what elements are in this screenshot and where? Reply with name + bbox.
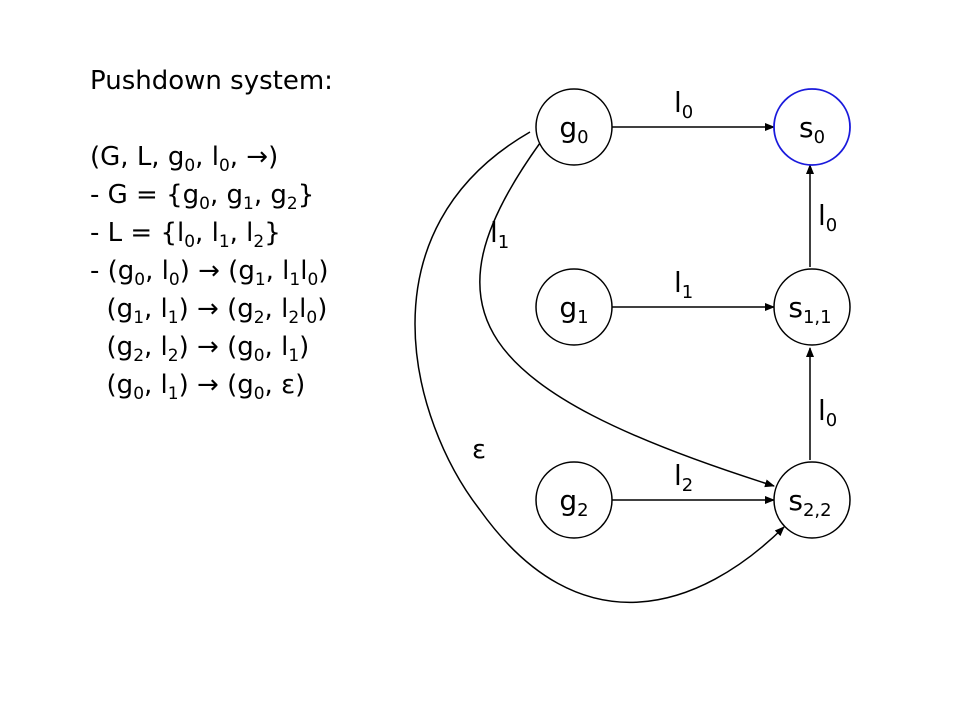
svg-text:g2: g2 — [559, 484, 588, 521]
label-g2-s22: l2 — [674, 459, 693, 496]
definition-text: , ε) — [264, 370, 306, 400]
subscript: 0 — [184, 232, 196, 252]
definition-lines: (G, L, g0, l0, →)- G = {g0, g1, g2}- L =… — [90, 138, 333, 404]
definition-text: (G, L, g — [90, 142, 185, 172]
subscript: 1 — [289, 270, 301, 290]
svg-text:s2,2: s2,2 — [788, 484, 831, 521]
node-s22: s2,2 — [773, 461, 851, 539]
subscript: 0 — [218, 156, 230, 176]
svg-text:s1,1: s1,1 — [788, 291, 831, 328]
subscript: 1 — [167, 308, 179, 328]
node-g1: g1 — [535, 268, 613, 346]
subscript: 2 — [167, 346, 179, 366]
subscript: 1 — [243, 194, 254, 214]
definition-line: (G, L, g0, l0, →) — [90, 138, 333, 176]
subscript: 1 — [133, 308, 145, 328]
definition-text: , l — [144, 370, 168, 400]
definition-text: ) → (g — [178, 370, 254, 400]
definition-text: , l — [195, 142, 219, 172]
subscript: 2 — [288, 308, 300, 328]
definition-text: , l — [264, 332, 289, 362]
definition-line: - (g0, l0) → (g1, l1l0) — [90, 252, 333, 290]
definition-text: ) → (g — [178, 332, 254, 362]
subscript: 0 — [253, 346, 265, 366]
definition-text: - L = {l — [90, 218, 185, 248]
definition-text: ) — [318, 256, 329, 286]
definition-text: , l — [264, 294, 289, 324]
definition-text: , l — [144, 332, 168, 362]
subscript: 0 — [168, 270, 180, 290]
label-g0-s0: l0 — [674, 86, 693, 123]
definition-line: - L = {l0, l1, l2} — [90, 214, 333, 252]
definition-line: - G = {g0, g1, g2} — [90, 176, 333, 214]
edge-g0-s22-epsilon — [414, 131, 785, 604]
definition-text: } — [264, 218, 281, 248]
label-s11-s0: l0 — [818, 199, 837, 236]
svg-text:g1: g1 — [559, 291, 588, 328]
definition-text: (g — [90, 370, 134, 400]
definition-text: , g — [209, 180, 244, 210]
subscript: 1 — [254, 270, 266, 290]
definition-text: l — [299, 294, 307, 324]
definition-text: , →) — [229, 142, 279, 172]
subscript: 2 — [133, 346, 145, 366]
definition-line: (g0, l1) → (g0, ε) — [90, 366, 333, 404]
definition-text: } — [297, 180, 315, 210]
definition-text: (g — [90, 332, 134, 362]
definition-text: l — [300, 256, 308, 286]
subscript: 0 — [306, 308, 318, 328]
subscript: 0 — [307, 270, 319, 290]
subscript: 1 — [218, 232, 230, 252]
definition-text: (g — [90, 294, 134, 324]
definition-text: ) → (g — [178, 294, 254, 324]
pushdown-definition: Pushdown system: (G, L, g0, l0, →)- G = … — [90, 62, 333, 404]
node-g0: g0 — [535, 88, 613, 166]
subscript: 0 — [253, 384, 265, 404]
subscript: 1 — [288, 346, 300, 366]
definition-text: , l — [145, 256, 169, 286]
definition-text: , l — [265, 256, 290, 286]
label-s22-s11: l0 — [818, 394, 837, 431]
edge-g0-s22 — [479, 142, 775, 488]
label-epsilon: ε — [472, 435, 486, 465]
definition-text: , l — [229, 218, 254, 248]
subscript: 0 — [134, 270, 146, 290]
subscript: 2 — [253, 232, 265, 252]
subscript: 2 — [286, 194, 298, 214]
svg-text:g0: g0 — [559, 111, 588, 148]
definition-text: , g — [253, 180, 287, 210]
subscript: 1 — [167, 384, 179, 404]
definition-line: (g2, l2) → (g0, l1) — [90, 328, 333, 366]
subscript: 2 — [253, 308, 265, 328]
svg-text:s0: s0 — [799, 111, 825, 148]
definition-text: ) → (g — [179, 256, 255, 286]
label-g0-s22: l1 — [490, 216, 509, 253]
definition-text: , l — [195, 218, 219, 248]
definition-text: ) — [299, 332, 310, 362]
node-s0: s0 — [773, 88, 851, 166]
label-g1-s11: l1 — [674, 266, 693, 303]
subscript: 0 — [199, 194, 210, 214]
node-s11: s1,1 — [773, 268, 851, 346]
definition-line: (g1, l1) → (g2, l2l0) — [90, 290, 333, 328]
node-g2: g2 — [535, 461, 613, 539]
subscript: 0 — [184, 156, 196, 176]
definition-text: - G = {g — [90, 180, 200, 210]
definition-text: ) — [317, 294, 328, 324]
definition-text: - (g — [90, 256, 135, 286]
subscript: 0 — [133, 384, 145, 404]
definition-title: Pushdown system: — [90, 66, 333, 96]
definition-text: , l — [144, 294, 168, 324]
